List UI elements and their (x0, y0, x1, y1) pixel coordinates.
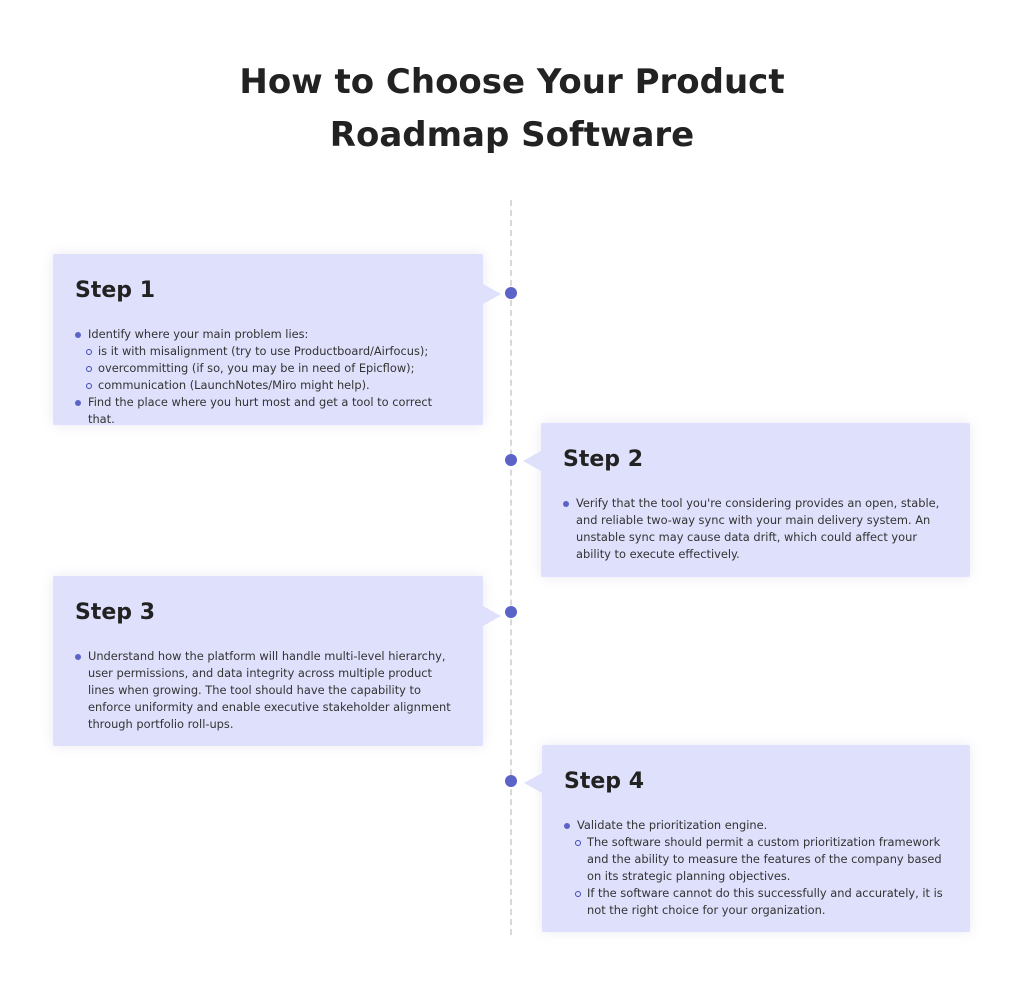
title-line-1: How to Choose Your Product (239, 62, 785, 102)
sub-bullet-item: communication (LaunchNotes/Miro might he… (75, 377, 461, 394)
title-line-2: Roadmap Software (329, 115, 695, 155)
sub-bullet-item: The software should permit a custom prio… (564, 834, 948, 885)
bullet-item: Understand how the platform will handle … (75, 648, 461, 733)
step-2-card: Step 2 Verify that the tool you're consid… (523, 423, 970, 577)
timeline-line (510, 200, 512, 935)
sub-bullet-item: If the software cannot do this successfu… (564, 885, 948, 919)
step-4-card: Step 4 Validate the prioritization engine… (524, 745, 970, 932)
timeline-dot-2 (505, 454, 517, 466)
step-list: Identify where your main problem lies:is… (75, 326, 461, 428)
step-heading: Step 1 (75, 278, 155, 303)
step-list: Understand how the platform will handle … (75, 648, 461, 733)
sub-bullet-item: is it with misalignment (try to use Prod… (75, 343, 461, 360)
bullet-item: Verify that the tool you're considering … (563, 495, 948, 563)
step-1-card: Step 1 Identify where your main problem l… (53, 254, 501, 428)
bullet-item: Validate the prioritization engine. (564, 817, 948, 834)
timeline-dot-1 (505, 287, 517, 299)
sub-bullet-item: overcommitting (if so, you may be in nee… (75, 360, 461, 377)
timeline-dot-4 (505, 775, 517, 787)
step-3-card: Step 3 Understand how the platform will h… (53, 576, 501, 746)
timeline-dot-3 (505, 606, 517, 618)
bullet-item: Identify where your main problem lies: (75, 326, 461, 343)
step-list: Verify that the tool you're considering … (563, 495, 948, 563)
bullet-item: Find the place where you hurt most and g… (75, 394, 461, 428)
step-heading: Step 2 (563, 447, 643, 472)
step-heading: Step 3 (75, 600, 155, 625)
step-heading: Step 4 (564, 769, 644, 794)
step-list: Validate the prioritization engine.The s… (564, 817, 948, 919)
